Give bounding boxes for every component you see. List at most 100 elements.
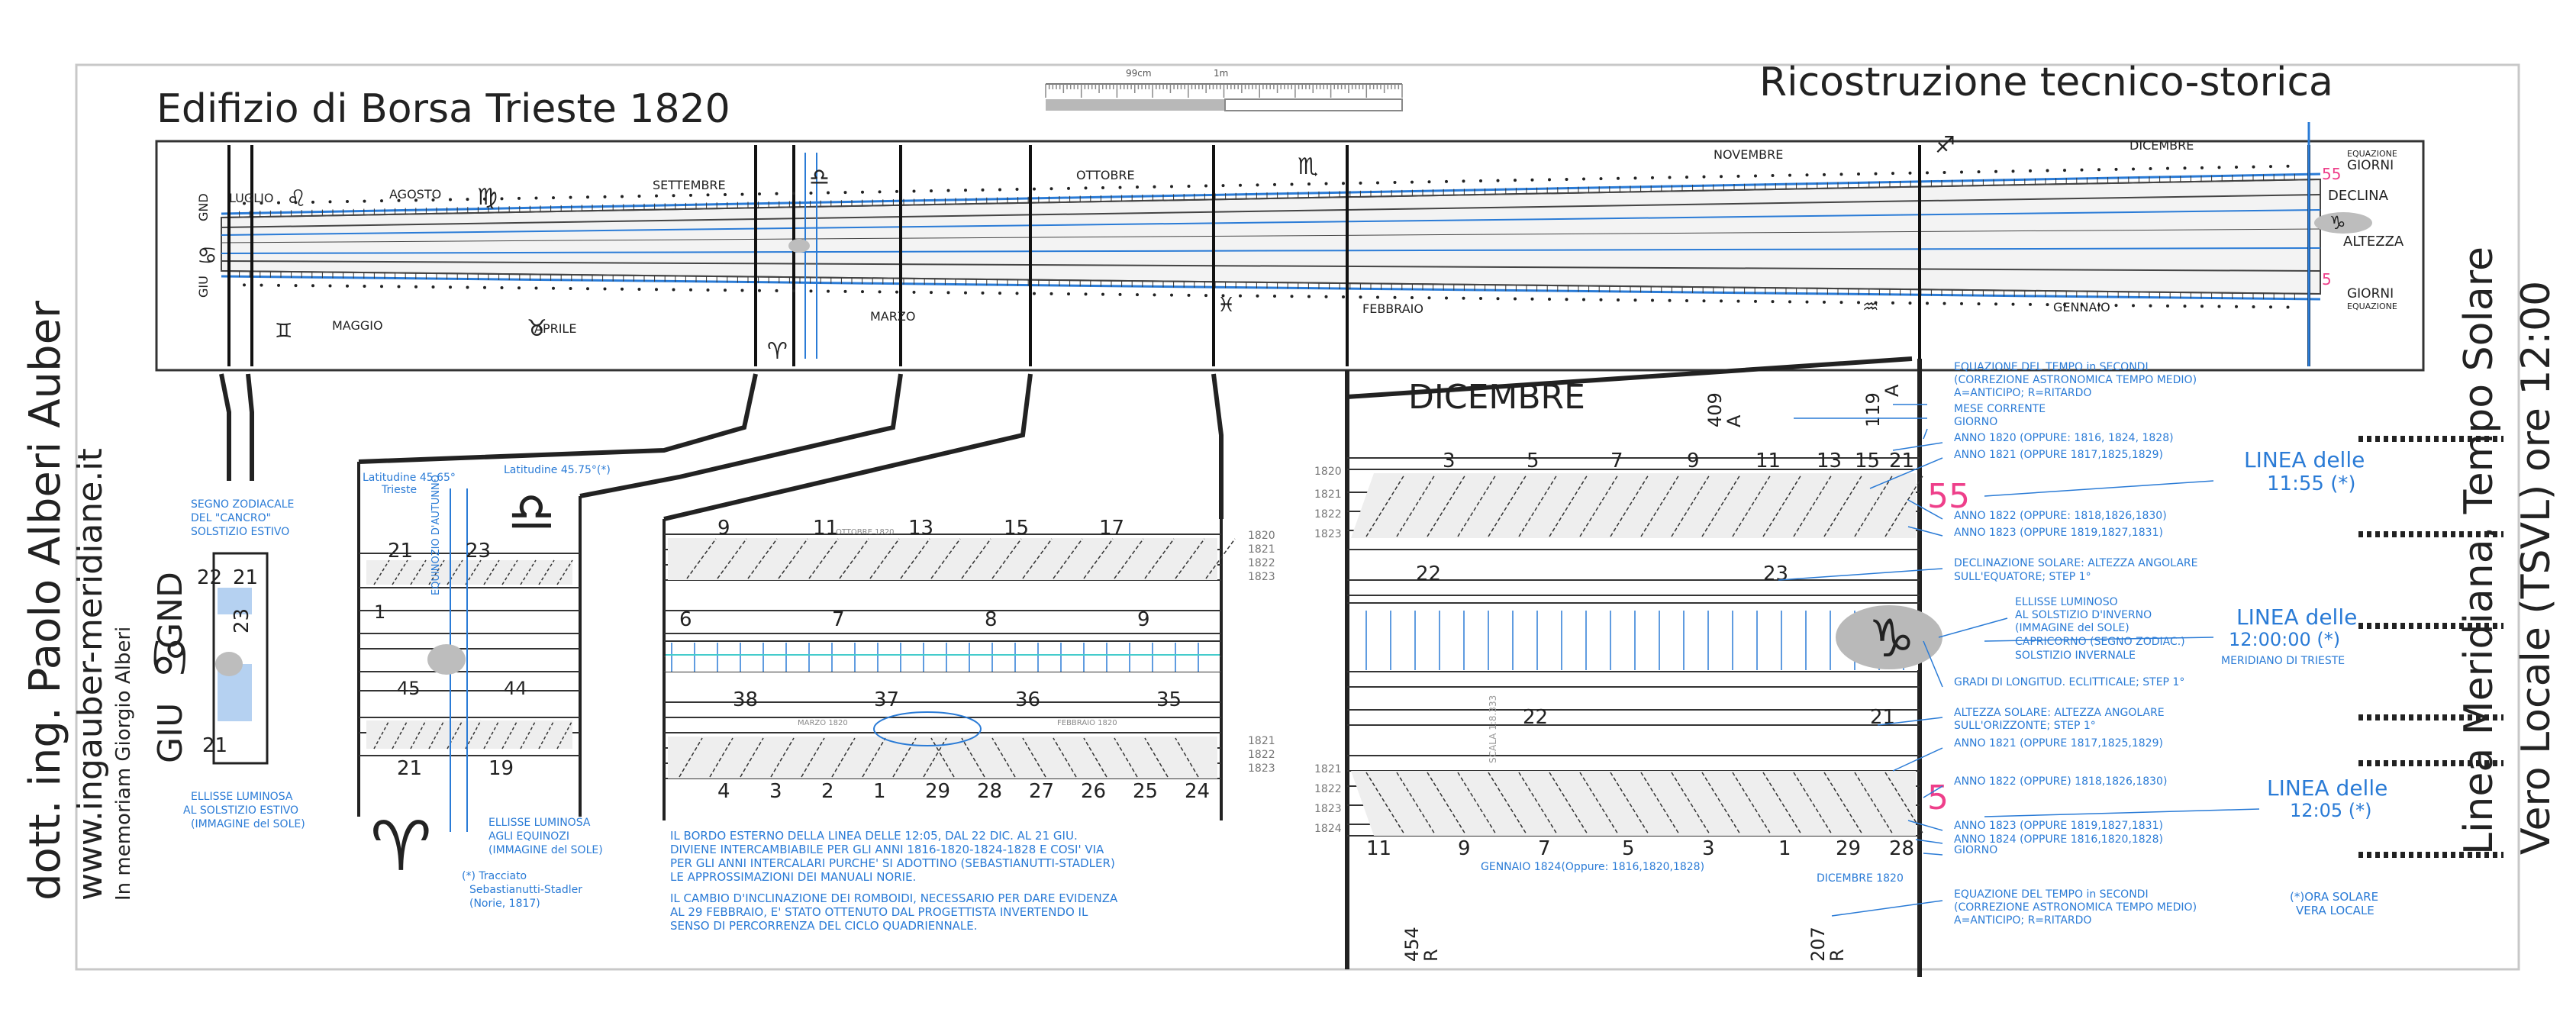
march-mid-number: 7: [832, 608, 845, 631]
strip-dot: [998, 188, 1001, 192]
dec-top-number: 7: [1610, 450, 1623, 472]
strip-dot: [466, 198, 469, 201]
strip-dot: [758, 289, 761, 292]
dec-pink-5: 5: [1927, 779, 1949, 817]
strip-dot: [1548, 297, 1551, 301]
strip-dot: [1393, 295, 1397, 299]
eq-rhomb-stroke: [428, 720, 445, 749]
march-note2-line3: SENSO DI PERCORRENZA DEL CICLO QUADRIENN…: [670, 919, 978, 933]
eq-rhomb-stroke: [556, 720, 573, 749]
strip-dot: [1496, 179, 1500, 182]
dec-annotation-text: GIORNO: [1954, 416, 1997, 428]
strip-dot: [603, 287, 607, 291]
strip-dot: [414, 198, 418, 202]
strip-dot: [621, 287, 624, 291]
eq-rhomb-stroke: [483, 720, 500, 749]
strip-dot: [1874, 172, 1878, 176]
strip-dot: [1736, 299, 1740, 303]
strip-dot: [1273, 182, 1276, 186]
strip-dot: [2080, 303, 2084, 307]
dec-leader-line: [1923, 785, 1943, 798]
strip-dot: [930, 291, 933, 295]
march-rhomb-stroke: [770, 737, 795, 778]
strip-dot: [260, 201, 263, 205]
strip-dot: [1599, 298, 1603, 301]
strip-left-giu: GIU: [196, 276, 211, 298]
march-rhomb-stroke: [991, 737, 1016, 778]
strip-dot: [637, 195, 641, 198]
strip-dot: [1067, 292, 1070, 296]
dec-leader-line: [1923, 853, 1943, 856]
strip-dot: [1599, 177, 1603, 181]
strip-dot: [895, 189, 898, 193]
march-small-label-c: FEBBRAIO 1820: [1057, 719, 1117, 727]
strip-dot: [1891, 172, 1894, 176]
strip-dot: [2149, 304, 2152, 308]
strip-dot: [1805, 173, 1809, 177]
strip-dot: [1514, 179, 1517, 182]
strip-dot: [724, 289, 727, 292]
dec-code-454-letter: R: [1420, 949, 1442, 962]
strip-dot: [1101, 186, 1104, 189]
linea-1200-line3: MERIDIANO DI TRIESTE: [2221, 655, 2345, 667]
march-rhomb-stroke: [679, 737, 703, 778]
strip-dot: [1771, 300, 1775, 304]
strip-dot: [363, 285, 366, 289]
strip-dot: [1633, 176, 1637, 180]
eq-vertical-label: EQUINOZIO D'AUTUNNO: [430, 475, 442, 595]
strip-dot: [260, 283, 263, 287]
eq-footnote-line2: Sebastianutti-Stadler: [469, 884, 582, 896]
dec-annotation-text: MESE CORRENTE: [1954, 403, 2046, 415]
strip-dot: [1067, 186, 1070, 190]
dec-annotation-text: ANNO 1823 (OPPURE 1819,1827,1831): [1954, 527, 2163, 539]
strip-dot: [1685, 298, 1688, 302]
strip-dot: [637, 287, 641, 291]
eq-rhomb-band: [366, 560, 572, 585]
strip-label-giorni-top: GIORNI: [2347, 158, 2394, 173]
strip-dot: [930, 189, 933, 193]
eq-rhomb-stroke: [556, 559, 573, 585]
dec-annotation-text: ANNO 1822 (OPPURE: 1818,1826,1830): [1954, 510, 2167, 522]
dec-top-number: 13: [1817, 450, 1842, 472]
libra-sign-icon: ♎: [809, 164, 830, 191]
dec-year-1824b: 1824: [1314, 823, 1342, 835]
march-bottom-number: 4: [717, 780, 730, 803]
march-note2-line1: IL CAMBIO D'INCLINAZIONE DEI ROMBOIDI, N…: [670, 891, 1118, 905]
month-aprile: APRILE: [534, 321, 576, 336]
strip-dot: [1170, 293, 1173, 297]
strip-dot: [672, 194, 675, 198]
eq-rhomb-stroke: [465, 559, 482, 585]
strip-pink-5: 5: [2322, 270, 2332, 289]
strip-dot: [1960, 301, 1963, 305]
dec-year-1820: 1820: [1314, 466, 1342, 478]
strip-dot: [1857, 301, 1860, 305]
strip-dot: [1342, 182, 1345, 185]
strip-label-giorni-bottom: GIORNI: [2347, 286, 2394, 301]
dec-annotation-text: ALTEZZA SOLARE: ALTEZZA ANGOLARE: [1954, 707, 2165, 719]
dec-leader-line: [1907, 526, 1943, 537]
dec-year-1823b: 1823: [1314, 803, 1342, 815]
march-rhomb-stroke: [1175, 538, 1205, 579]
strip-dot: [483, 285, 486, 289]
dec-annotations: EQUAZIONE DEL TEMPO in SECONDI(CORREZION…: [1778, 361, 2260, 927]
march-year-1821: 1821: [1248, 543, 1275, 556]
strip-dot: [1445, 296, 1448, 300]
strip-dot: [569, 195, 572, 199]
dec-stripe-bg: [1349, 611, 1918, 670]
strip-dot: [1617, 298, 1620, 301]
strip-dot: [775, 289, 779, 292]
dec-bottom-number: 28: [1889, 837, 1914, 860]
strip-dot: [2217, 166, 2221, 169]
dec-annotation-text: A=ANTICIPO; R=RITARDO: [1954, 387, 2091, 399]
dec-leader-line: [1778, 568, 1943, 581]
dec-mid-number: 22: [1416, 563, 1441, 585]
dec-leader-line: [1869, 457, 1943, 489]
dec-rhomb-band-bottom: [1351, 771, 1916, 836]
strip-dot: [2252, 305, 2255, 309]
march-rhomb-stroke: [930, 737, 955, 778]
strip-dot: [1479, 179, 1482, 182]
strip-dot: [1720, 175, 1723, 179]
strip-dot: [1788, 173, 1791, 177]
strip-dot: [946, 189, 950, 192]
strip-dot: [1187, 184, 1191, 188]
